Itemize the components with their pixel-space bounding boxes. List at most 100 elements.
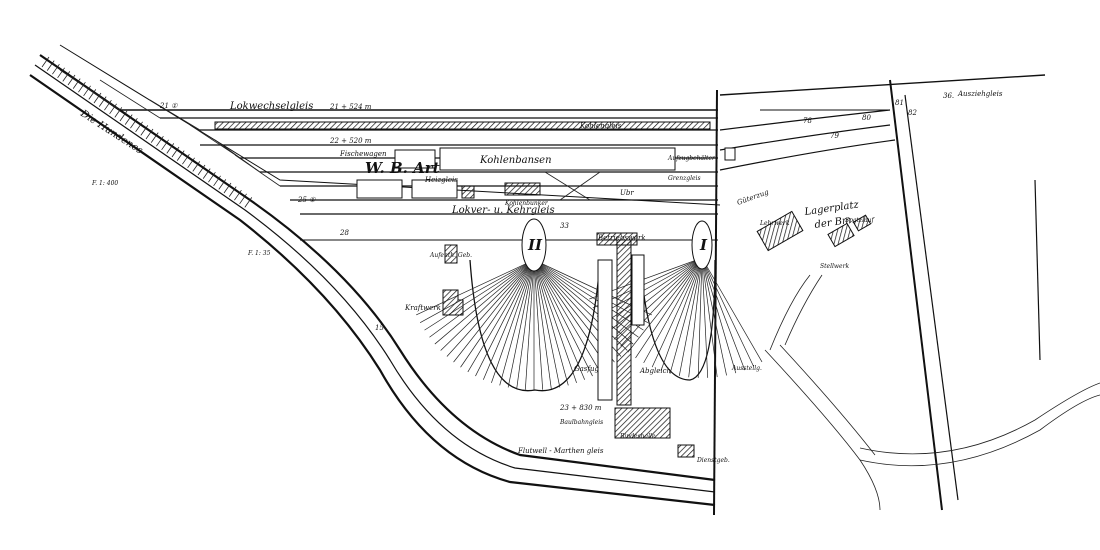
turntable-ray (416, 259, 535, 316)
label-die-hundenes: Die Hundenes (78, 108, 145, 157)
right-building-4 (724, 147, 736, 161)
small-building-1 (356, 179, 403, 199)
turntable-ray (635, 257, 703, 359)
coal-bunker-box (439, 147, 676, 171)
coal-bank-strip (214, 121, 711, 130)
turntable-ray (419, 259, 535, 323)
turntable-ray (533, 259, 561, 388)
label-gueterzug: Güterzug (736, 188, 770, 207)
turntable-ray (533, 259, 569, 386)
turntable-ray (533, 259, 608, 368)
turntable-ray (483, 259, 535, 380)
label-ringlok-I: I (699, 236, 708, 254)
turntable-ray (440, 259, 535, 351)
central-building-1 (597, 259, 613, 401)
turntable-ray (516, 259, 535, 389)
label-f-1-35: F. 1: 35 (247, 250, 271, 257)
turntable-ray (533, 259, 593, 377)
label-spatzlauf: Spatzlauf (845, 217, 875, 224)
right-building-1 (756, 210, 804, 252)
label-w-b-art: W. B. Art (365, 159, 440, 177)
label-aufzug: Aufzugbehälter (667, 155, 716, 162)
turntable-ray (701, 257, 709, 378)
label-lokwechselgleis: Lokwechselgleis (229, 101, 313, 112)
turntable-ray (701, 257, 737, 374)
turntable-I (691, 220, 713, 270)
turntable-ray (697, 257, 703, 378)
label-kraftwerk: Kraftwerk (404, 304, 441, 312)
turntable-ray (701, 257, 763, 363)
label-kohlenbansen: Kohlenbansen (479, 155, 552, 166)
label-lehrwerk: Lehrwerk (759, 220, 790, 227)
label-track-33: 33 (560, 222, 569, 230)
turntable-ray (491, 259, 535, 383)
label-ringlok-II: II (527, 236, 543, 254)
label-gleis-b: Bindeshalle (619, 433, 656, 440)
turntable-ray (701, 257, 754, 367)
label-km-25: 25 ① (297, 196, 316, 204)
label-ausstell: Ausstellg. (731, 365, 762, 372)
turntable-ray (424, 259, 535, 331)
turntable-ray (701, 257, 718, 378)
label-stellwerk: Stellwerk (820, 263, 849, 270)
label-betriebswerk: Betriebswerk (597, 234, 646, 242)
label-track-80: 80 (862, 114, 871, 122)
label-fischwagen: Fischewagen (339, 150, 387, 158)
turntable-ray (627, 257, 703, 353)
label-gasfug: Gasfug (574, 365, 599, 373)
turntable-ray (446, 259, 535, 357)
label-lokwechsel-len: 21 + 524 m (329, 103, 372, 111)
central-building-3 (631, 254, 645, 326)
label-ausziehgleis: Ausziehgleis (957, 90, 1003, 98)
turntable-ray (688, 257, 703, 378)
label-aufenthalt: Aufenth. Geb. (429, 252, 472, 259)
turntable-ray (475, 259, 535, 377)
turntable-ray (499, 259, 535, 386)
hatched-building-1 (461, 185, 475, 199)
turntable-ray (701, 257, 746, 371)
label-flutwelle: Flutwell - Marthen gleis (517, 447, 604, 455)
label-kohlengleis: Kohlengleis (579, 122, 622, 130)
turntable-ray (434, 259, 535, 345)
aufenthalt-building (444, 244, 458, 264)
turntable-ray (453, 259, 535, 363)
label-track-15: 15 (375, 324, 384, 332)
turntable-ray (701, 257, 727, 376)
label-grenzgleis: Grenzgleis (668, 175, 701, 182)
label-km-21: 21 ① (159, 102, 178, 110)
right-building-2 (827, 222, 855, 248)
roundhouse-II (416, 218, 652, 392)
turntable-ray (533, 259, 601, 373)
turntable-ray (643, 257, 703, 364)
label-track-81: 81 (895, 99, 904, 107)
turntable-ray (678, 257, 703, 376)
label-aufstell-len: 23 + 830 m (559, 404, 602, 412)
label-fischwagen-len: 22 + 520 m (329, 137, 372, 145)
right-sheet-tracks (719, 74, 1100, 511)
betriebswerk-shed (596, 232, 638, 246)
label-ueberweg: F. 1: 400 (91, 180, 118, 187)
right-building-3 (852, 214, 872, 232)
turntable-ray (533, 259, 552, 389)
label-ausziehgleis-no: 36. (943, 92, 954, 100)
label-track-78: 78 (803, 117, 812, 125)
hatched-building-2 (504, 182, 541, 196)
label-heizgleis: Heizgleis (424, 176, 458, 184)
label-kohlenbunker: Kohlenbunker (504, 200, 549, 207)
small-building-2 (411, 179, 458, 199)
turntable-ray (651, 257, 703, 368)
shed-box (614, 407, 671, 439)
turntable-II (521, 218, 547, 272)
label-track-28: 28 (339, 229, 349, 237)
small-shed-south (677, 444, 695, 458)
turntable-ray (460, 259, 535, 368)
turntable-ray (533, 259, 585, 380)
turntable-ray (533, 259, 577, 383)
turntable-ray (524, 259, 535, 390)
label-dienstgeb: Dienstgeb. (696, 457, 730, 464)
turntable-ray (596, 257, 703, 317)
turntable-ray (429, 259, 535, 338)
turntable-ray (660, 257, 703, 371)
label-abgleich: Abgleich (639, 367, 671, 375)
